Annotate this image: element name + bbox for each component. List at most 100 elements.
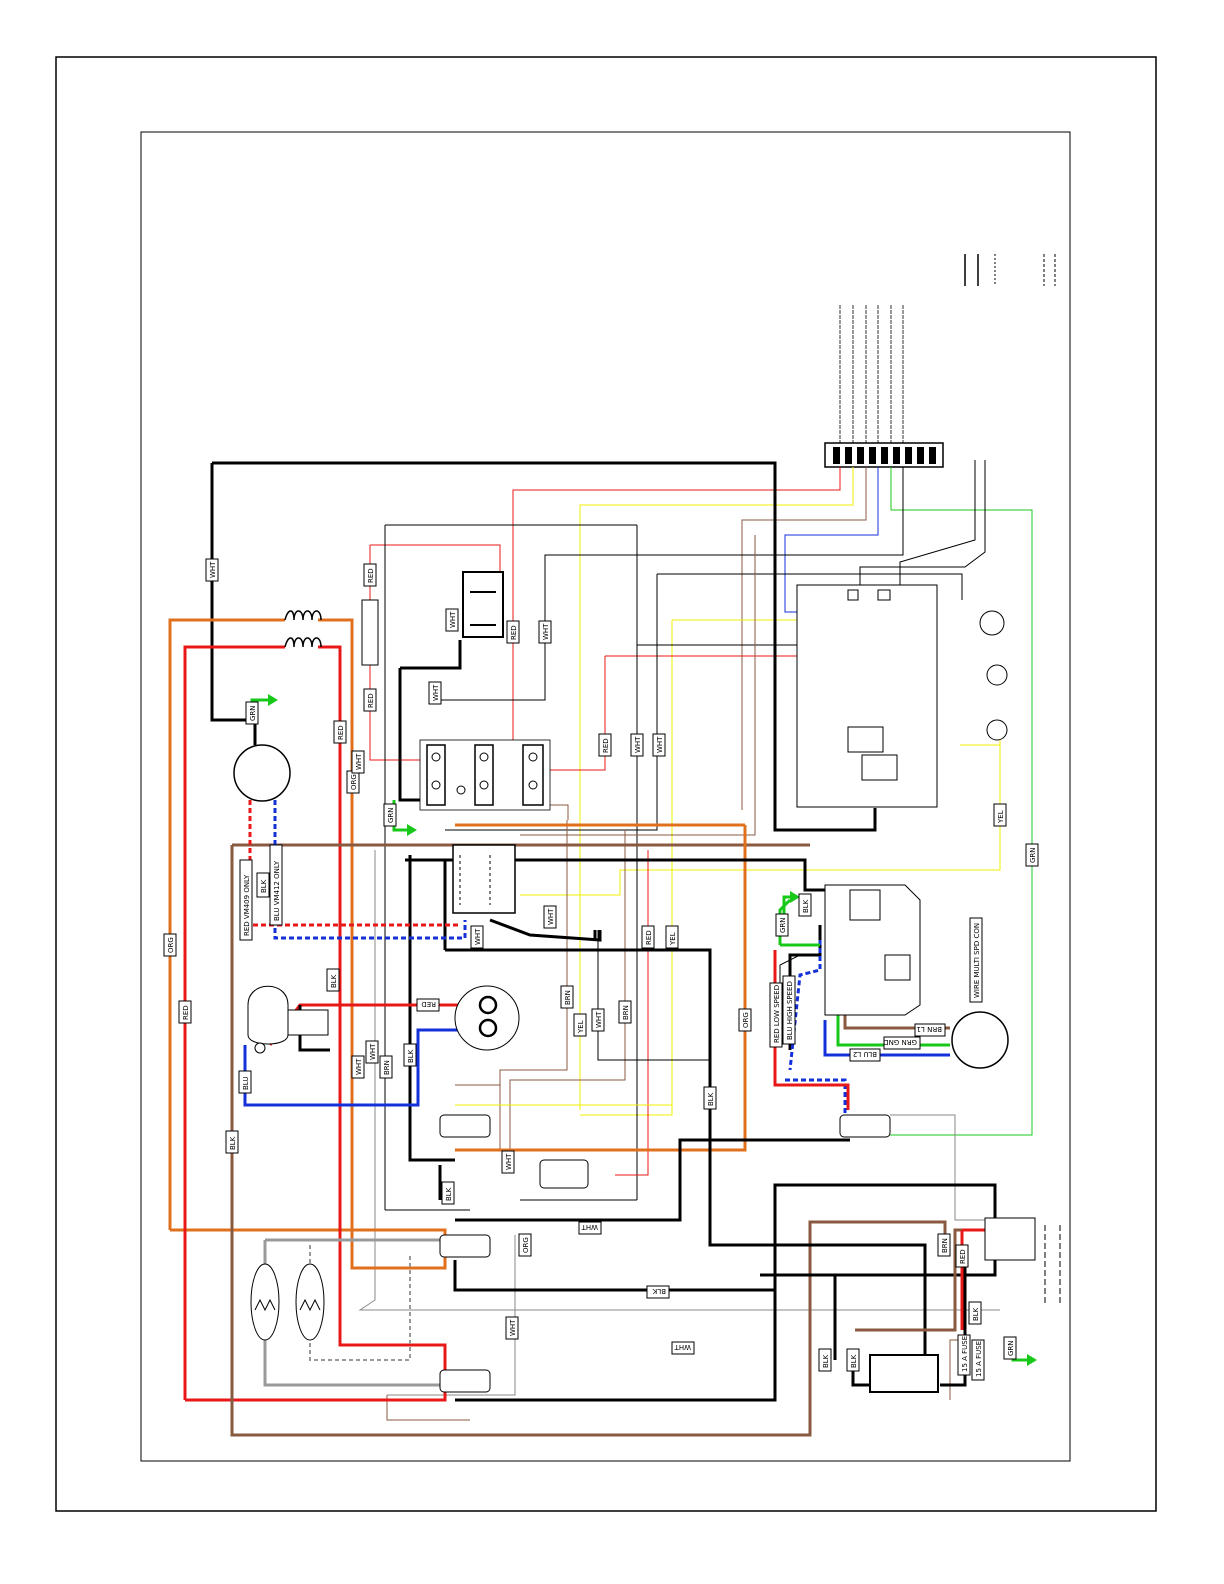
wire-tag-text: WHT xyxy=(634,736,642,753)
terminal-block[interactable] xyxy=(824,442,944,468)
contactor xyxy=(452,844,516,914)
wire-tag-text: WHT xyxy=(449,611,457,628)
wire-tag-yel: YEL xyxy=(573,1013,587,1037)
wire-tag-text: RED xyxy=(959,1249,967,1264)
wire-tag-text: RED xyxy=(367,568,375,583)
resistor xyxy=(361,599,379,666)
wire-tag-text: BLK xyxy=(802,899,810,913)
thermostat-leads xyxy=(839,305,904,445)
wire-tag-text: WHT xyxy=(432,684,440,701)
wire-tag-wht: WHT xyxy=(505,1316,519,1340)
heater-relay xyxy=(869,1354,939,1393)
wire-tag-text: WHT xyxy=(355,1058,363,1075)
wire-tag-blk: BLK xyxy=(818,1348,832,1372)
limit-switch-bank xyxy=(419,739,551,811)
wire-tag-text: WHT xyxy=(656,736,664,753)
motor-note-1: RED VM409 ONLY xyxy=(243,874,251,936)
wire-tag-blk: BLK xyxy=(968,1301,982,1325)
wire-tag-red: RED xyxy=(955,1244,969,1268)
wire-tag-text: BLK xyxy=(850,1354,858,1368)
wire-tag-red: RED xyxy=(598,733,612,757)
heater-elements xyxy=(250,1263,325,1341)
outer-border xyxy=(55,56,1157,1512)
wire-tag-red: RED xyxy=(416,998,440,1012)
multi-speed-label: WIRE MULTI SPD CON xyxy=(973,923,981,998)
wire-tag-wht: WHT xyxy=(351,1055,365,1079)
wire-tag-wht: WHT xyxy=(205,558,219,582)
wire-tag-text: WHT xyxy=(542,623,550,640)
wire-tag-text: ORG xyxy=(167,937,175,953)
wire-tag-red: RED xyxy=(178,1000,192,1024)
wire-tag-blk: BLK xyxy=(326,968,340,992)
blu-l2-label: BLU L2 xyxy=(853,1050,877,1058)
wire-tag-wht: WHT xyxy=(630,733,644,757)
wire-tag-wht: WHT xyxy=(538,620,552,644)
motor-note-2: BLU VM412 ONLY xyxy=(273,860,281,921)
wire-tag-text: ORG xyxy=(522,1237,530,1253)
run-capacitor xyxy=(454,985,520,1051)
wire-tag-wht: WHT xyxy=(351,750,365,774)
fuse-1-label: 15 A FUSE xyxy=(961,1336,969,1372)
wire-tag-red: RED xyxy=(363,563,377,587)
fan-motor xyxy=(233,744,291,802)
wire-tag-blk: BLK xyxy=(646,1285,670,1299)
inner-border xyxy=(140,131,1071,1462)
wire-tag-text: RED xyxy=(602,738,610,753)
wire-tag-wht: WHT xyxy=(445,608,459,632)
wire-tag-text: BLU xyxy=(242,1077,250,1090)
power-terminal xyxy=(984,1217,1061,1305)
wire-tag-text: RED xyxy=(421,1000,436,1008)
wire-tag-wht: WHT xyxy=(671,1341,695,1355)
fuse-2-label: 15 A FUSE xyxy=(975,1341,983,1377)
wire-tag-text: BLK xyxy=(707,1092,715,1106)
wire-tag-blk: BLK xyxy=(798,893,812,917)
wire-tag-wht: WHT xyxy=(470,925,484,949)
wire-tag-red: RED xyxy=(506,620,520,644)
wire-tag-text: WHT xyxy=(355,753,363,770)
wire-tag-text: WHT xyxy=(369,1043,377,1060)
wire-tag-text: YEL xyxy=(997,810,1005,824)
blk-tag: BLK xyxy=(260,879,268,893)
wire-tag-org: ORG xyxy=(346,770,360,794)
wire-tag-blk: BLK xyxy=(703,1086,717,1110)
wire-tag-red: RED xyxy=(333,720,347,744)
wire-tag-text: BLK xyxy=(652,1287,666,1295)
wire-tag-text: BLK xyxy=(445,1187,453,1201)
wire-tag-wht: WHT xyxy=(591,1008,605,1032)
low-speed-label: RED LOW SPEED xyxy=(773,985,781,1043)
brn-l1-label: BRN L1 xyxy=(917,1025,942,1033)
wire-tag-text: RED xyxy=(367,693,375,708)
wire-tag-grn: GRN xyxy=(383,803,397,827)
fan-control-board xyxy=(824,884,921,1016)
wire-tag-text: WHT xyxy=(595,1011,603,1028)
wire-tag-text: RED xyxy=(182,1005,190,1020)
blower-motor xyxy=(951,1011,1009,1069)
wire-tag-text: WHT xyxy=(581,1223,598,1231)
wire-tag-text: YEL xyxy=(577,1020,585,1034)
wire-tag-org: ORG xyxy=(163,933,177,957)
legend-line-samples xyxy=(964,254,1056,286)
wire-tag-text: GRN xyxy=(779,917,787,933)
wire-tag-text: WHT xyxy=(547,908,555,925)
relay-top xyxy=(462,571,504,638)
wire-tag-brn: BRN xyxy=(560,985,574,1009)
wire-tag-text: BLK xyxy=(822,1354,830,1368)
wire-tag-blk: BLK xyxy=(846,1348,860,1372)
wire-tag-text: GRN xyxy=(1007,1340,1015,1356)
wire-tag-yel: YEL xyxy=(993,803,1007,827)
control-board xyxy=(796,584,1008,808)
wire-tag-text: BLK xyxy=(407,1049,415,1063)
wire-tag-grn: GRN xyxy=(1003,1336,1017,1360)
control-wires xyxy=(358,460,1033,1421)
ground-arrowheads xyxy=(268,694,1037,1366)
wire-tag-blk: BLK xyxy=(225,1130,239,1154)
wire-tag-brn: BRN xyxy=(379,1055,393,1079)
wire-tag-text: BRN xyxy=(383,1060,391,1075)
wire-tag-text: BRN xyxy=(941,1238,949,1253)
wire-tag-wht: WHT xyxy=(365,1040,379,1064)
wire-tag-wht: WHT xyxy=(428,681,442,705)
wire-tag-text: GRN xyxy=(249,705,257,721)
grn-gnd-label: GRN GND xyxy=(883,1038,917,1046)
